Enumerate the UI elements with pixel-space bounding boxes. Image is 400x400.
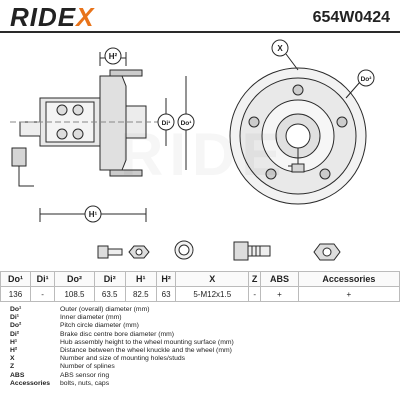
header-rule xyxy=(0,31,400,33)
hub-side-labels: H² H¹ Di¹ Do¹ xyxy=(84,47,195,223)
header-h1: H¹ xyxy=(124,271,157,287)
label-do2: Do² xyxy=(361,76,373,83)
header-abs: ABS xyxy=(260,271,299,287)
value-h2: 63 xyxy=(155,286,177,302)
spec-value-row: 136 - 108.5 63.5 82.5 63 5-M12x1.5 - + + xyxy=(0,286,400,302)
value-abs: + xyxy=(260,286,299,302)
value-x: 5-M12x1.5 xyxy=(175,286,250,302)
bolt-icon xyxy=(97,245,123,259)
label-di1: Di¹ xyxy=(162,120,171,127)
accessories xyxy=(97,240,341,261)
header-h2: H² xyxy=(155,271,177,287)
value-z: - xyxy=(248,286,262,302)
header: RIDEX 654W0424 xyxy=(0,0,400,36)
header-z: Z xyxy=(248,271,262,287)
label-x: X xyxy=(277,44,283,53)
hub-front-labels: X Do² xyxy=(271,39,375,87)
spec-table: Do¹ Di¹ Do² Di² H¹ H² X Z ABS Accessorie… xyxy=(0,271,400,302)
header-accessories: Accessories xyxy=(297,271,400,287)
cap-icon xyxy=(174,240,194,260)
value-di1: - xyxy=(29,286,56,302)
label-h2: H² xyxy=(109,52,118,61)
nut-icon xyxy=(313,243,341,261)
header-do1: Do¹ xyxy=(0,271,31,287)
spec-header-row: Do¹ Di¹ Do² Di² H¹ H² X Z ABS Accessorie… xyxy=(0,271,400,287)
stud-icon xyxy=(233,241,271,261)
value-di2: 63.5 xyxy=(93,286,126,302)
brand-logo: RIDEX xyxy=(10,2,95,32)
value-do1: 136 xyxy=(0,286,31,302)
header-di1: Di¹ xyxy=(29,271,56,287)
value-do2: 108.5 xyxy=(54,286,95,302)
label-do1: Do¹ xyxy=(181,120,192,127)
header-di2: Di² xyxy=(93,271,126,287)
header-do2: Do² xyxy=(54,271,95,287)
technical-drawing: H² H¹ Di¹ Do¹ X Do² xyxy=(10,39,375,261)
header-x: X xyxy=(175,271,250,287)
label-h1: H¹ xyxy=(89,210,98,219)
hub-front-view xyxy=(229,53,367,205)
hub-side-view xyxy=(10,52,187,222)
value-h1: 82.5 xyxy=(124,286,157,302)
part-number: 654W0424 xyxy=(312,9,390,26)
nut-icon xyxy=(128,245,150,259)
value-accessories: + xyxy=(297,286,400,302)
